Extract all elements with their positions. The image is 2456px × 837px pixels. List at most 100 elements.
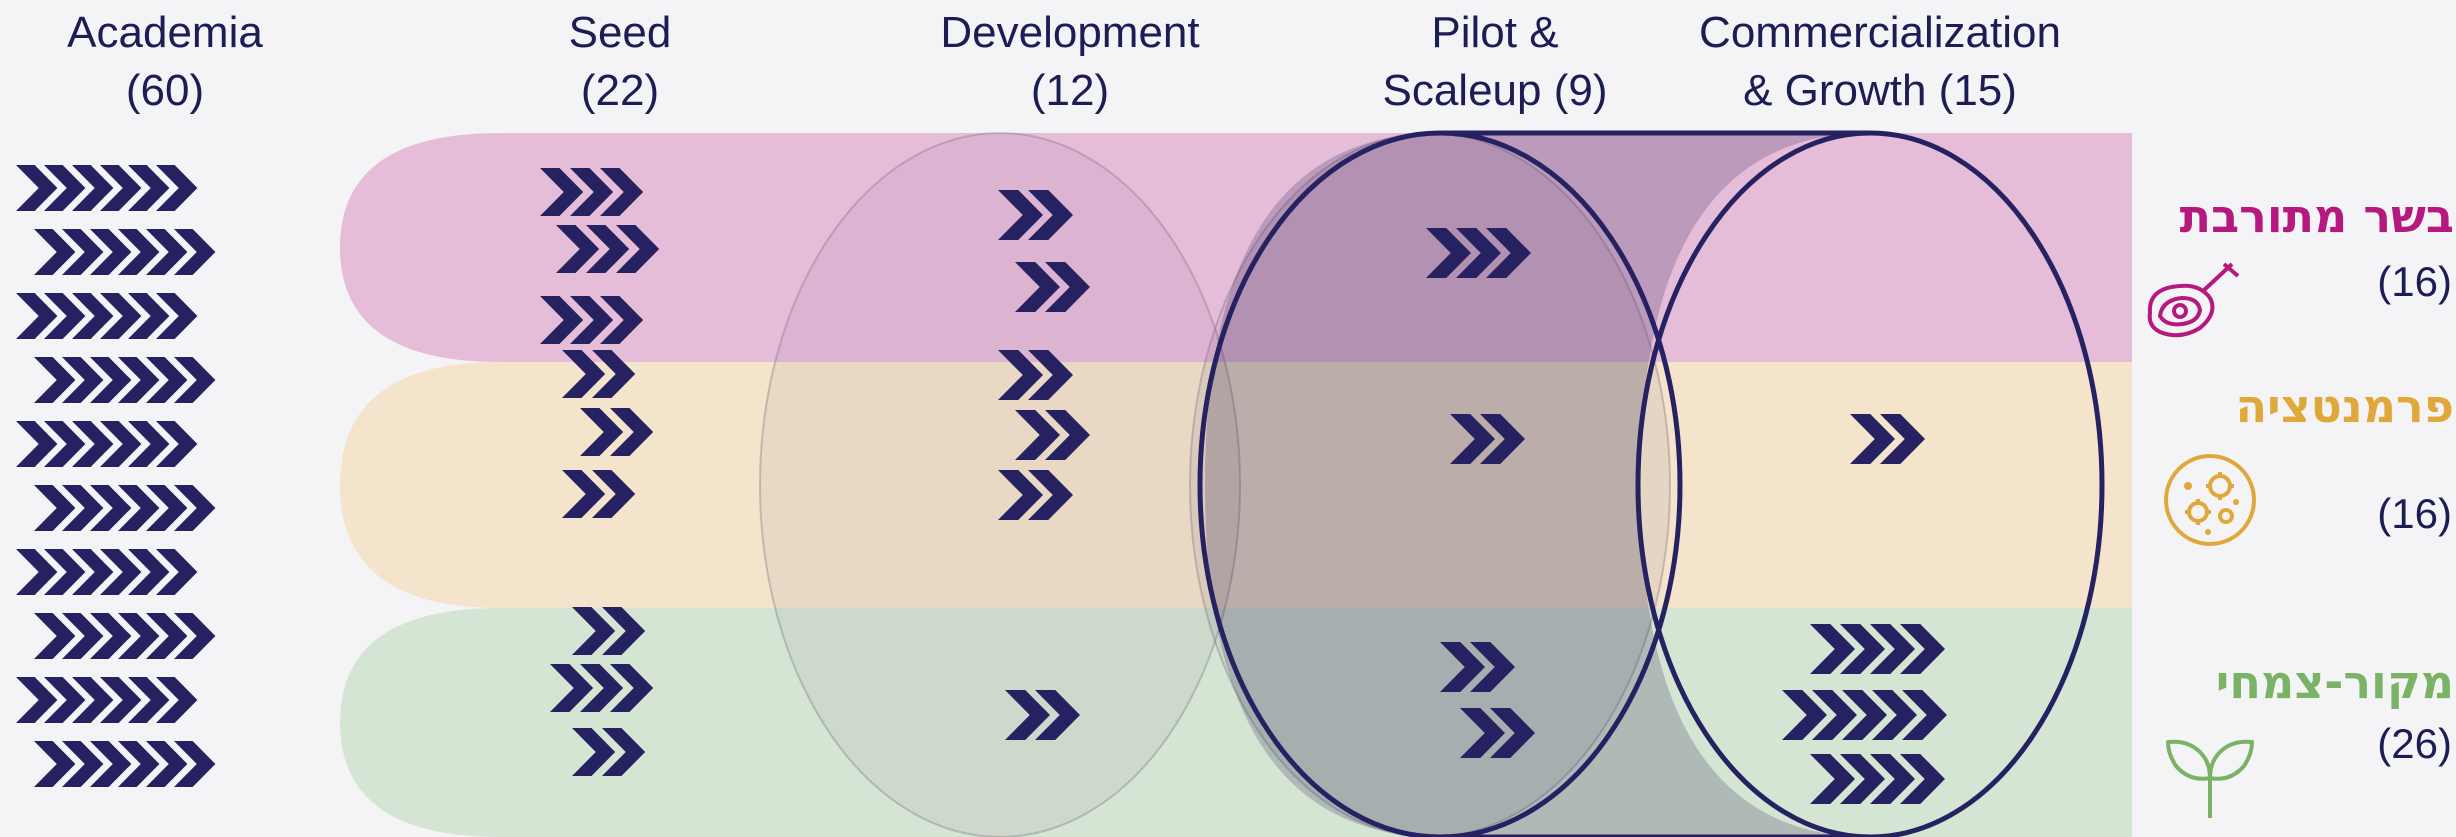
pilot-chevron (1490, 708, 1535, 758)
academia-chevron (44, 549, 86, 595)
seed-chevron (570, 168, 614, 216)
development-chevron (1028, 190, 1073, 240)
stage-development-line1: Development (940, 8, 1200, 57)
seed-stage-ellipse (759, 132, 1241, 837)
academia-chevron (156, 293, 198, 339)
academia-chevron (128, 421, 170, 467)
commercialization-chevron (1782, 690, 1827, 740)
academia-chevron (100, 421, 142, 467)
academia-chevron (146, 229, 188, 275)
academia-chevron (146, 485, 188, 531)
academia-chevron (62, 229, 104, 275)
development-chevron (1028, 350, 1073, 400)
academia-chevron (16, 549, 58, 595)
seed-chevron (540, 296, 584, 344)
academia-chevron (90, 613, 132, 659)
academia-chevron (128, 677, 170, 723)
academia-chevron (146, 357, 188, 403)
seed-chevron (602, 728, 646, 776)
pilot-chevron (1460, 708, 1505, 758)
academia-chevron (128, 549, 170, 595)
pilot-chevron (1480, 414, 1525, 464)
pilot-chevron (1450, 414, 1495, 464)
microbe-icon (2164, 454, 2256, 546)
commercialization-chevron (1900, 624, 1945, 674)
stage-label-pilot: Pilot & Scaleup (9) (1350, 4, 1640, 120)
academia-chevron (16, 293, 58, 339)
academia-chevron (156, 677, 198, 723)
seed-chevron (550, 664, 594, 712)
academia-chevron (34, 357, 76, 403)
academia-chevron (118, 485, 160, 531)
commercialization-chevron (1872, 690, 1917, 740)
pilot-chevron (1470, 642, 1515, 692)
seed-chevron (600, 168, 644, 216)
stage-academia-line2: (60) (125, 66, 205, 115)
academia-chevron (118, 229, 160, 275)
stage-academia-line1: Academia (67, 8, 263, 57)
academia-chevron (146, 613, 188, 659)
academia-chevron (90, 229, 132, 275)
seed-chevron (540, 168, 584, 216)
academia-chevron (174, 357, 216, 403)
stage-pilot-line2: Scaleup (9) (1382, 66, 1608, 115)
development-chevron (998, 470, 1043, 520)
stage-seed-line2: (22) (580, 66, 660, 115)
sprout-icon (2166, 739, 2254, 818)
band-fermentation (340, 362, 2132, 608)
academia-chevron (34, 613, 76, 659)
academia-chevron (16, 165, 58, 211)
category-name-cultured-meat: בשר מתורבת (2179, 189, 2454, 243)
academia-chevron (174, 485, 216, 531)
stage-label-academia: Academia (60) (40, 4, 290, 120)
seed-chevron (562, 470, 606, 518)
development-chevron (1045, 262, 1090, 312)
academia-chevron (156, 421, 198, 467)
commercialization-chevron (1900, 754, 1945, 804)
academia-chevron (62, 741, 104, 787)
academia-chevron (72, 293, 114, 339)
academia-chevron (90, 485, 132, 531)
category-count-fermentation: (16) (2377, 490, 2452, 537)
academia-chevron (72, 549, 114, 595)
academia-chevron (44, 165, 86, 211)
stage-label-commercialization: Commercialization & Growth (15) (1660, 4, 2100, 120)
pilot-chevron (1426, 228, 1471, 278)
commercialization-chevron (1880, 414, 1925, 464)
academia-chevron (100, 293, 142, 339)
category-name-fermentation: פרמנטציה (2235, 379, 2455, 433)
commercialization-chevron (1812, 690, 1857, 740)
category-count-plant-based: (26) (2377, 720, 2452, 767)
development-chevron (1045, 410, 1090, 460)
development-chevron (1028, 470, 1073, 520)
academia-chevron (34, 741, 76, 787)
seed-chevron (602, 607, 646, 655)
commercialization-chevron (1902, 690, 1947, 740)
academia-chevron (100, 677, 142, 723)
academia-chevron (62, 613, 104, 659)
academia-chevron (34, 485, 76, 531)
academia-chevron (44, 421, 86, 467)
commercialization-chevron (1810, 754, 1855, 804)
stage-development-line2: (12) (1030, 66, 1110, 115)
stage-label-development: Development (12) (900, 4, 1240, 120)
stage-seed-line1: Seed (568, 8, 672, 57)
academia-chevron (146, 741, 188, 787)
development-chevron (1005, 690, 1050, 740)
stage-commercialization-line1: Commercialization (1699, 8, 2061, 57)
band-layer (340, 133, 2132, 837)
academia-chevron (118, 741, 160, 787)
development-chevron (1015, 410, 1060, 460)
academia-chevron (100, 549, 142, 595)
academia-chevron (72, 677, 114, 723)
academia-chevron (62, 485, 104, 531)
stage-overlays (759, 132, 1671, 837)
academia-chevron (156, 549, 198, 595)
seed-chevron (572, 607, 616, 655)
academia-chevron (90, 357, 132, 403)
seed-chevron (592, 470, 636, 518)
seed-chevron (562, 350, 606, 398)
academia-chevron (156, 165, 198, 211)
band-plant-based (340, 608, 2132, 837)
